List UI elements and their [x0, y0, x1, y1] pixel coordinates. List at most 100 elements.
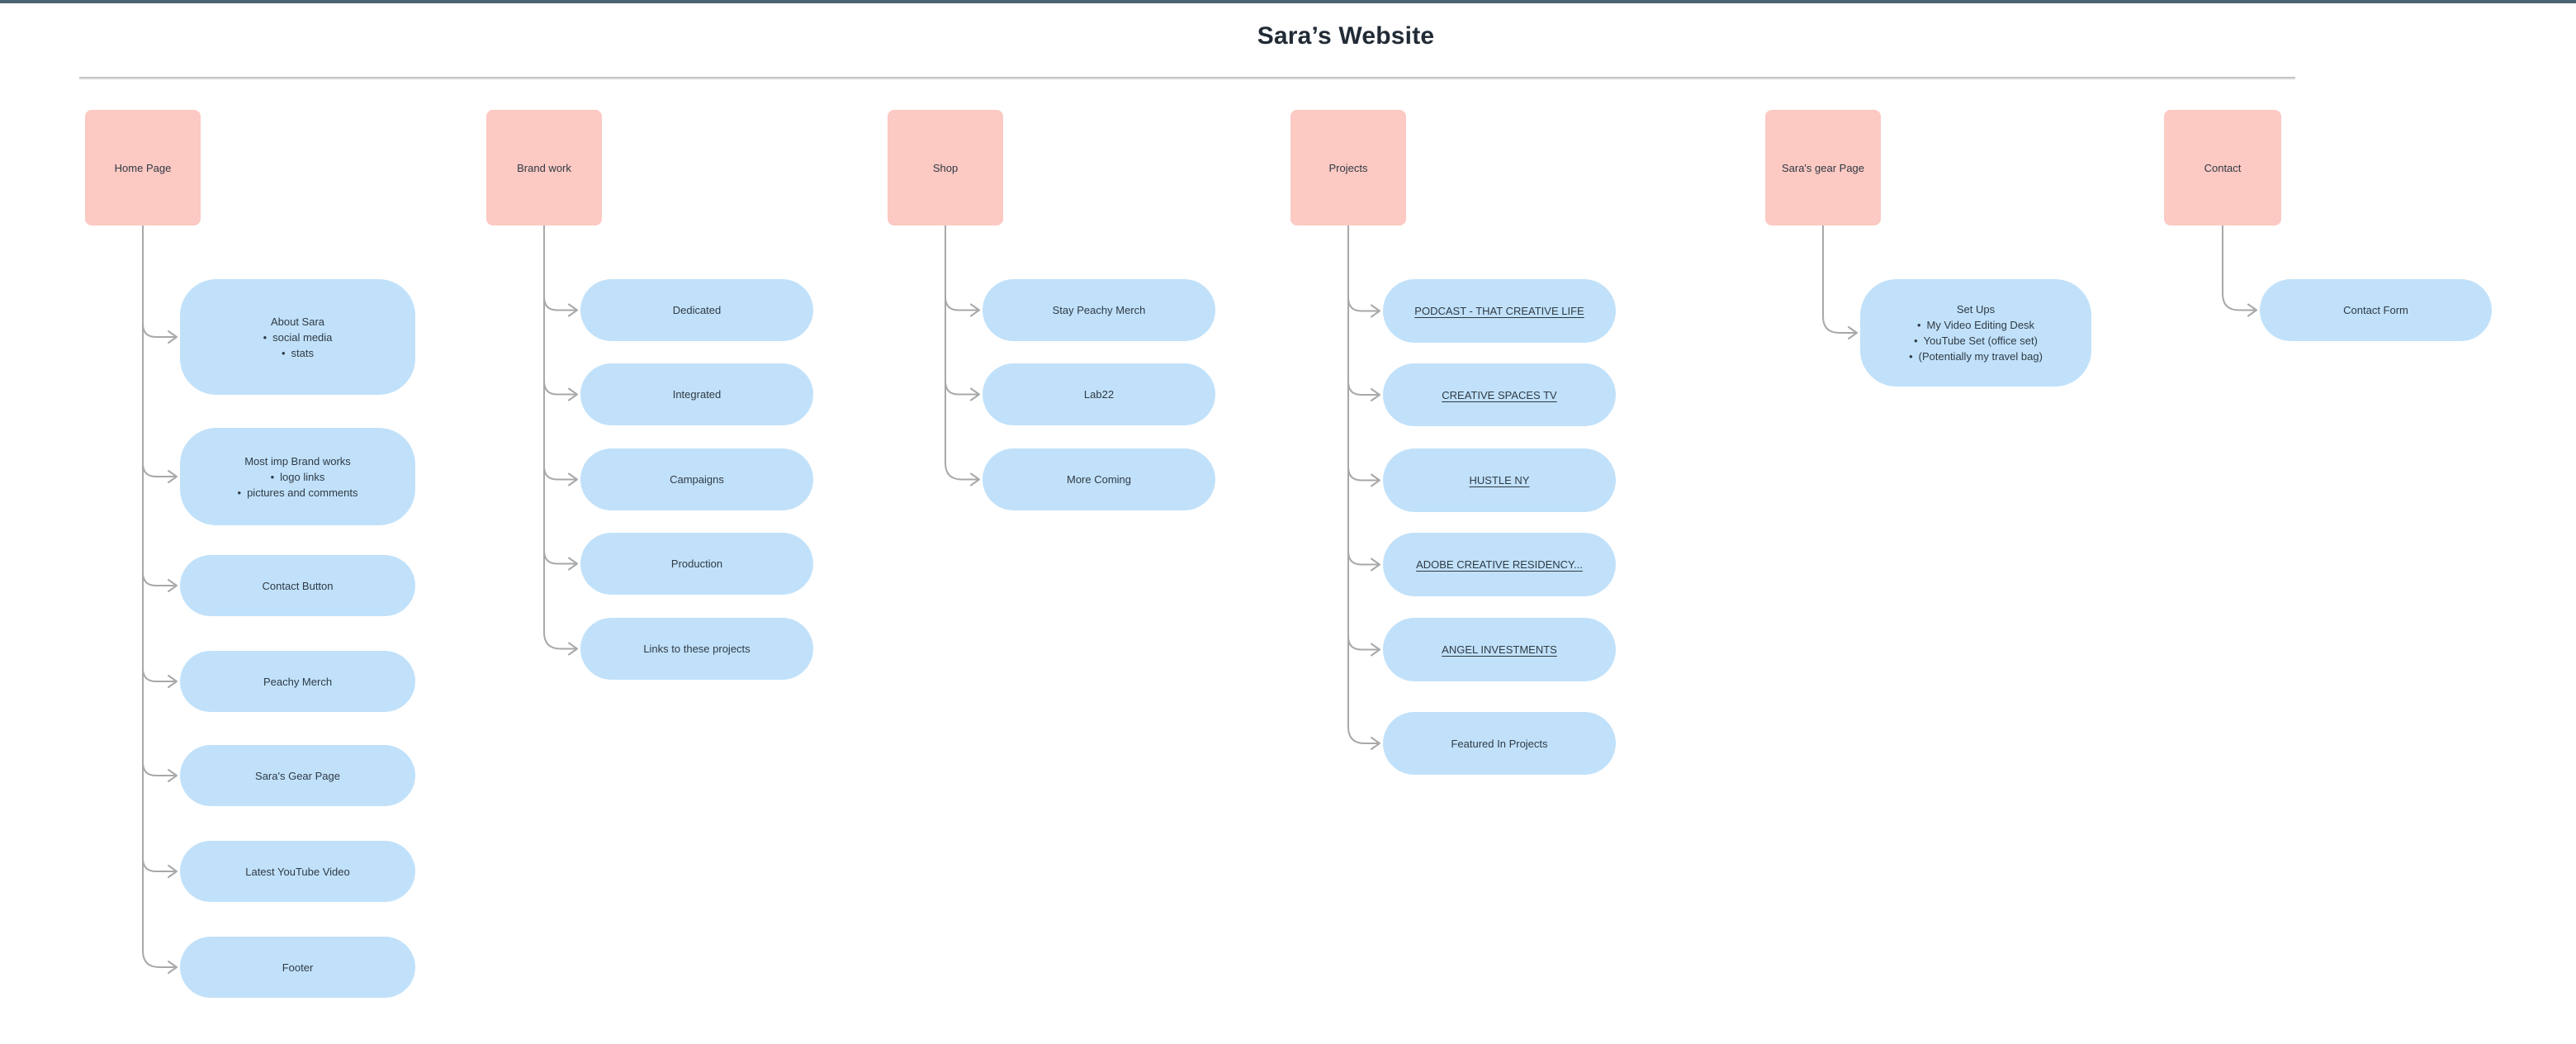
- section-node-most-imp-brand-works[interactable]: Most imp Brand works•logo links•pictures…: [180, 428, 415, 525]
- connector-arrowhead-icon: [568, 303, 578, 317]
- node-label: ADOBE CREATIVE RESIDENCY...: [1416, 558, 1583, 571]
- node-label: Contact Form: [2343, 304, 2408, 316]
- bullet-text: pictures and comments: [247, 486, 358, 499]
- bullet-line: • social media: [263, 330, 333, 345]
- connector-arrowhead-icon: [168, 330, 178, 344]
- section-node-creative-spaces-tv[interactable]: CREATIVE SPACES TV: [1383, 363, 1616, 426]
- connector-line: [1347, 225, 1378, 744]
- section-node-links-to-these-projects[interactable]: Links to these projects: [580, 618, 813, 680]
- node-label: Stay Peachy Merch: [1052, 304, 1146, 316]
- bullet-text: stats: [291, 346, 315, 359]
- node-title: About Sara: [270, 315, 325, 328]
- connector-line: [142, 572, 175, 586]
- page-node-contact[interactable]: Contact: [2164, 110, 2281, 225]
- node-label: Featured In Projects: [1451, 737, 1548, 750]
- connector-line: [1347, 635, 1378, 651]
- connector-arrowhead-icon: [568, 387, 578, 401]
- bullet-line: •stats: [282, 345, 314, 361]
- node-label: Brand work: [517, 161, 571, 174]
- connector-arrowhead-icon: [168, 961, 178, 974]
- connector-arrowhead-icon: [970, 387, 980, 401]
- node-label: Contact Button: [262, 579, 334, 592]
- section-node-campaigns[interactable]: Campaigns: [580, 448, 813, 510]
- connector-arrowhead-icon: [568, 472, 578, 486]
- node-label: Shop: [932, 161, 959, 174]
- section-node-podcast-that-creative-life[interactable]: PODCAST - THAT CREATIVE LIFE: [1383, 279, 1616, 343]
- node-label: Sara's gear Page: [1781, 161, 1865, 174]
- node-label: ANGEL INVESTMENTS: [1442, 643, 1557, 656]
- section-node-featured-in-projects[interactable]: Featured In Projects: [1383, 712, 1616, 775]
- connector-line: [142, 762, 175, 776]
- connector-arrowhead-icon: [168, 769, 178, 782]
- section-node-contact-button[interactable]: Contact Button: [180, 555, 415, 616]
- connector-arrowhead-icon: [970, 303, 980, 317]
- bullet-dot: •: [1909, 350, 1913, 363]
- bullet-text: social media: [272, 330, 333, 344]
- node-label: Links to these projects: [643, 643, 751, 655]
- connector-line: [142, 857, 175, 872]
- connector-arrowhead-icon: [1371, 388, 1380, 401]
- connector-line: [1347, 297, 1378, 312]
- section-node-hustle-ny[interactable]: HUSTLE NY: [1383, 448, 1616, 512]
- connector-arrowhead-icon: [1848, 326, 1858, 339]
- connector-line: [945, 225, 978, 481]
- node-label: Dedicated: [672, 304, 722, 316]
- section-node-contact-form[interactable]: Contact Form: [2260, 279, 2492, 341]
- section-node-lab22[interactable]: Lab22: [983, 363, 1215, 425]
- section-node-latest-youtube-video[interactable]: Latest YouTube Video: [180, 841, 415, 902]
- node-label: Footer: [282, 961, 314, 974]
- page-node-projects[interactable]: Projects: [1290, 110, 1406, 225]
- section-node-production[interactable]: Production: [580, 533, 813, 595]
- section-node-more-coming[interactable]: More Coming: [983, 448, 1215, 510]
- connector-arrowhead-icon: [2247, 303, 2257, 317]
- bullet-dot: •: [270, 470, 275, 483]
- section-node-sara-s-gear-page[interactable]: Sara's Gear Page: [180, 745, 415, 806]
- node-label: Sara's Gear Page: [255, 769, 340, 782]
- page-node-sara-s-gear-page[interactable]: Sara's gear Page: [1765, 110, 1881, 225]
- connector-arrowhead-icon: [168, 675, 178, 688]
- page-node-home-page[interactable]: Home Page: [85, 110, 201, 225]
- connector-line: [142, 463, 175, 477]
- bullet-text: My Video Editing Desk: [1926, 319, 2035, 331]
- connector-line: [1347, 466, 1378, 482]
- section-node-angel-investments[interactable]: ANGEL INVESTMENTS: [1383, 618, 1616, 681]
- section-node-stay-peachy-merch[interactable]: Stay Peachy Merch: [983, 279, 1215, 341]
- connector-arrowhead-icon: [970, 472, 980, 486]
- page-node-shop[interactable]: Shop: [888, 110, 1003, 225]
- bullet-line: • YouTube Set (office set): [1914, 333, 2038, 349]
- node-label: Latest YouTube Video: [245, 865, 350, 878]
- section-node-footer[interactable]: Footer: [180, 937, 415, 998]
- bullet-text: YouTube Set (office set): [1923, 335, 2038, 347]
- section-node-adobe-creative-residency[interactable]: ADOBE CREATIVE RESIDENCY...: [1383, 533, 1616, 596]
- connector-arrowhead-icon: [168, 470, 178, 483]
- bullet-line: • pictures and comments: [238, 485, 358, 501]
- connector-arrowhead-icon: [1371, 558, 1380, 572]
- connector-line: [543, 296, 575, 311]
- page-title: Sara’s Website: [1257, 22, 1435, 50]
- connector-arrowhead-icon: [168, 865, 178, 878]
- connector-arrowhead-icon: [1371, 643, 1380, 657]
- bullet-dot: •: [263, 330, 268, 344]
- bullet-dot: •: [237, 486, 242, 499]
- page-node-brand-work[interactable]: Brand work: [486, 110, 602, 225]
- connector-line: [945, 380, 978, 396]
- node-label: Peachy Merch: [263, 675, 333, 688]
- connector-arrowhead-icon: [168, 579, 178, 592]
- connector-line: [1347, 550, 1378, 566]
- section-node-integrated[interactable]: Integrated: [580, 363, 813, 425]
- connector-line: [945, 296, 978, 311]
- section-node-peachy-merch[interactable]: Peachy Merch: [180, 651, 415, 712]
- node-label: More Coming: [1066, 473, 1132, 486]
- section-node-about-sara[interactable]: About Sara• social media•stats: [180, 279, 415, 395]
- connector-arrowhead-icon: [1371, 304, 1380, 318]
- section-node-set-ups[interactable]: Set Ups•My Video Editing Desk•YouTube Se…: [1860, 279, 2091, 387]
- connector-line: [142, 225, 175, 968]
- node-title: Most imp Brand works: [244, 454, 351, 467]
- bullet-dot: •: [1914, 335, 1918, 347]
- section-node-dedicated[interactable]: Dedicated: [580, 279, 813, 341]
- node-label: HUSTLE NY: [1469, 474, 1530, 486]
- connector-line: [1822, 225, 1855, 334]
- connector-line: [543, 549, 575, 565]
- node-label: Integrated: [672, 388, 722, 401]
